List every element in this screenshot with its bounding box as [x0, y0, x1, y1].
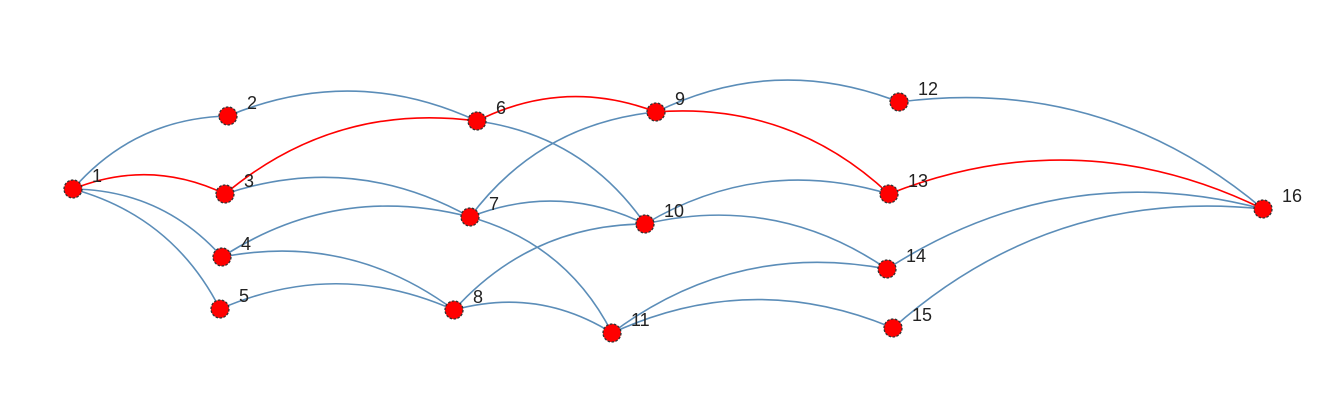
- edge-11-15: [611, 298, 894, 334]
- node-6: [467, 111, 487, 131]
- edge-3-6: [224, 116, 478, 195]
- node-7: [460, 207, 480, 227]
- node-label-12: 12: [918, 79, 938, 99]
- edge-9-13: [655, 110, 890, 195]
- node-12: [889, 92, 909, 112]
- edge-1-2: [72, 115, 229, 190]
- edge-11-14: [611, 261, 888, 334]
- edge-12-16: [898, 96, 1264, 210]
- edge-10-13: [644, 179, 890, 225]
- node-label-14: 14: [906, 246, 926, 266]
- node-3: [215, 184, 235, 204]
- node-8: [444, 300, 464, 320]
- node-15: [883, 318, 903, 338]
- node-10: [635, 214, 655, 234]
- edge-1-3: [72, 173, 226, 195]
- nodes-layer: [63, 92, 1273, 343]
- edge-7-11: [469, 216, 613, 334]
- node-2: [218, 106, 238, 126]
- edge-10-14: [644, 214, 888, 270]
- node-1: [63, 179, 83, 199]
- node-label-6: 6: [496, 98, 506, 118]
- node-4: [212, 247, 232, 267]
- edge-4-7: [221, 205, 471, 258]
- edge-6-9: [476, 95, 657, 122]
- edge-8-10: [453, 223, 646, 311]
- node-label-15: 15: [912, 305, 932, 325]
- node-label-8: 8: [473, 287, 483, 307]
- node-label-10: 10: [664, 201, 684, 221]
- node-5: [210, 299, 230, 319]
- node-14: [877, 259, 897, 279]
- node-16: [1253, 199, 1273, 219]
- node-label-3: 3: [244, 171, 254, 191]
- node-label-1: 1: [92, 166, 102, 186]
- edge-13-16: [888, 159, 1264, 210]
- edges-layer: [72, 79, 1264, 334]
- edge-4-8: [221, 250, 455, 311]
- edge-9-12: [655, 79, 900, 113]
- edge-2-6: [227, 90, 478, 122]
- node-label-16: 16: [1282, 186, 1302, 206]
- edge-7-9: [469, 111, 657, 218]
- node-13: [879, 184, 899, 204]
- edge-1-5: [72, 188, 221, 310]
- edge-8-11: [453, 301, 613, 334]
- edge-5-8: [219, 282, 455, 311]
- node-9: [646, 102, 666, 122]
- edge-6-10: [476, 120, 646, 225]
- edge-7-10: [469, 200, 646, 225]
- node-label-2: 2: [247, 93, 257, 113]
- node-label-5: 5: [239, 286, 249, 306]
- node-label-9: 9: [675, 89, 685, 109]
- edge-3-7: [224, 176, 471, 218]
- edge-14-16: [886, 191, 1264, 270]
- node-label-7: 7: [489, 194, 499, 214]
- edge-1-4: [72, 188, 223, 258]
- edge-15-16: [892, 205, 1264, 329]
- node-label-13: 13: [908, 171, 928, 191]
- node-label-4: 4: [241, 234, 251, 254]
- node-11: [602, 323, 622, 343]
- node-label-11: 11: [631, 310, 650, 330]
